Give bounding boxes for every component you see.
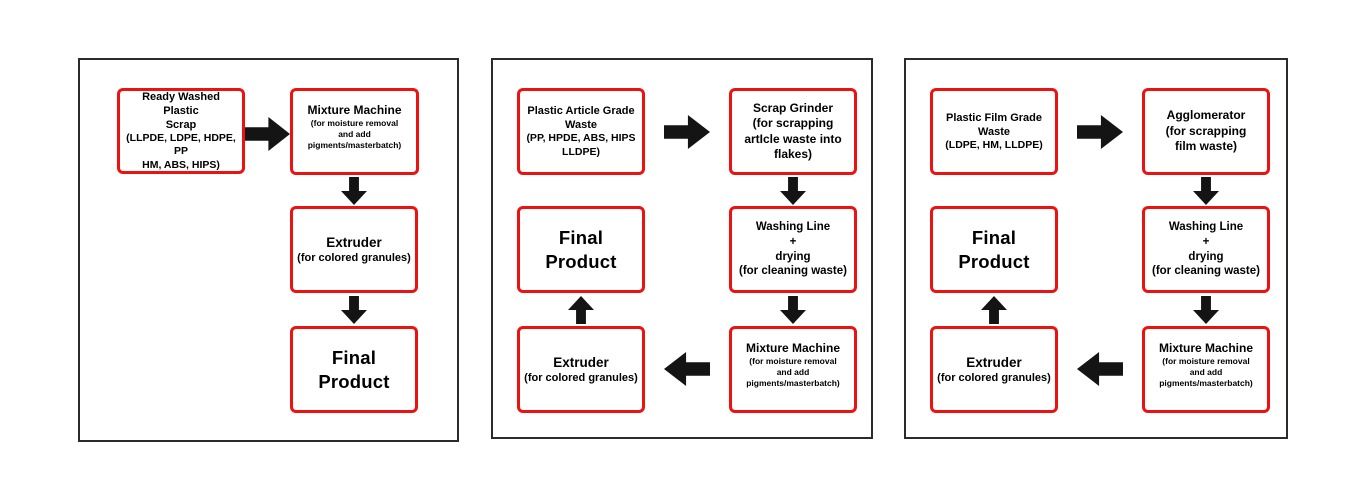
arrow-right-icon xyxy=(245,117,290,151)
node-extruder: Extruder (for colored granules) xyxy=(930,326,1058,413)
node-title: Extruder xyxy=(966,354,1022,370)
flow-panel-article-grade-waste: Plastic Article Grade Waste (PP, HPDE, A… xyxy=(491,58,873,439)
node-subtitle: (for colored granules) xyxy=(297,252,411,265)
node-subtitle: (for colored granules) xyxy=(524,372,638,385)
node-subtitle: (LDPE, HM, LLDPE) xyxy=(945,138,1043,151)
node-subtitle: (for scrapping film waste) xyxy=(1165,123,1247,154)
arrow-left-icon xyxy=(1077,352,1123,386)
node-final-product: Final Product xyxy=(517,206,645,293)
node-subtitle: (for scrapping artIcle waste into flakes… xyxy=(744,116,842,161)
arrow-down-icon xyxy=(341,177,367,205)
node-extruder: Extruder (for colored granules) xyxy=(517,326,645,413)
node-title: Mixture Machine xyxy=(307,102,402,117)
node-title: Final Product xyxy=(545,226,617,272)
arrow-right-icon xyxy=(664,115,710,149)
node-final-product: Final Product xyxy=(290,326,418,413)
node-title: Mixture Machine xyxy=(1158,340,1254,355)
node-title: Scrap Grinder xyxy=(752,100,834,115)
node-mixture-machine: Mixture Machine (for moisture removal an… xyxy=(290,88,419,175)
flow-panel-film-grade-waste: Plastic Film Grade Waste (LDPE, HM, LLDP… xyxy=(904,58,1288,439)
node-washing-line: Washing Line + drying (for cleaning wast… xyxy=(1142,206,1270,293)
node-title: Washing Line xyxy=(1168,221,1244,234)
node-mixture-machine: Mixture Machine (for moisture removal an… xyxy=(729,326,857,413)
node-title: Agglomerator xyxy=(1166,108,1246,123)
node-title: Mixture Machine xyxy=(745,340,841,355)
node-plastic-film-grade-waste: Plastic Film Grade Waste (LDPE, HM, LLDP… xyxy=(930,88,1058,175)
node-title: Extruder xyxy=(326,234,382,250)
node-subtitle: (for moisture removal and add pigments/m… xyxy=(307,117,402,150)
flow-panel-ready-washed-scrap: Ready Washed Plastic Scrap (LLPDE, LDPE,… xyxy=(78,58,459,442)
node-plastic-article-grade-waste: Plastic Article Grade Waste (PP, HPDE, A… xyxy=(517,88,645,175)
node-title: Washing Line xyxy=(755,221,831,234)
node-title: Final Product xyxy=(958,226,1030,272)
arrow-down-icon xyxy=(341,296,367,324)
node-final-product: Final Product xyxy=(930,206,1058,293)
arrow-down-icon xyxy=(1193,296,1219,324)
node-subtitle: (LLPDE, LDPE, HDPE, PP HM, ABS, HIPS) xyxy=(126,131,236,171)
arrow-down-icon xyxy=(780,177,806,205)
node-title: Plastic Article Grade Waste xyxy=(527,104,635,132)
node-title: Final Product xyxy=(318,346,390,392)
node-washing-line: Washing Line + drying (for cleaning wast… xyxy=(729,206,857,293)
node-subtitle: (PP, HPDE, ABS, HIPS LLDPE) xyxy=(526,132,636,158)
node-ready-washed-plastic-scrap: Ready Washed Plastic Scrap (LLPDE, LDPE,… xyxy=(117,88,245,174)
arrow-up-icon xyxy=(568,296,594,324)
arrow-down-icon xyxy=(1193,177,1219,205)
node-title: Extruder xyxy=(553,354,609,370)
node-subtitle: (for moisture removal and add pigments/m… xyxy=(746,355,840,388)
node-agglomerator: Agglomerator (for scrapping film waste) xyxy=(1142,88,1270,175)
node-title: Ready Washed Plastic Scrap xyxy=(142,90,220,131)
arrow-right-icon xyxy=(1077,115,1123,149)
node-scrap-grinder: Scrap Grinder (for scrapping artIcle was… xyxy=(729,88,857,175)
arrow-down-icon xyxy=(780,296,806,324)
node-mixture-machine: Mixture Machine (for moisture removal an… xyxy=(1142,326,1270,413)
node-subtitle: (for colored granules) xyxy=(937,372,1051,385)
node-subtitle: + drying (for cleaning waste) xyxy=(1152,235,1260,278)
node-title: Plastic Film Grade Waste xyxy=(946,111,1042,138)
arrow-left-icon xyxy=(664,352,710,386)
node-subtitle: (for moisture removal and add pigments/m… xyxy=(1159,355,1253,388)
node-extruder: Extruder (for colored granules) xyxy=(290,206,418,293)
node-subtitle: + drying (for cleaning waste) xyxy=(739,235,847,278)
arrow-up-icon xyxy=(981,296,1007,324)
